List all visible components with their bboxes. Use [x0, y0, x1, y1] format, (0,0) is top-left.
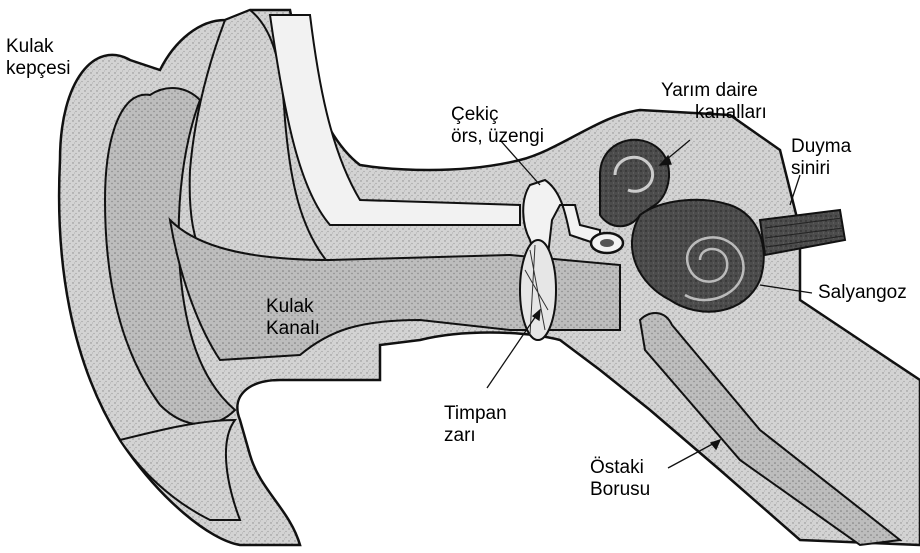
- label-salyangoz: Salyangoz: [818, 282, 907, 304]
